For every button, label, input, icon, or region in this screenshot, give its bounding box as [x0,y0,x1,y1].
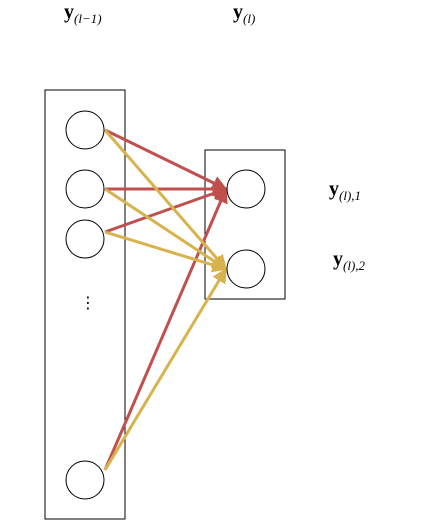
previous-layer-label-sub: (l−1) [74,11,102,26]
prev-node-n [65,460,105,500]
edge-prev3-to-cur1 [104,186,228,234]
edge-prev1-to-cur1 [104,128,228,191]
current-node-2-label-sub: (l),2 [343,258,366,273]
current-node-2-label-main: y [333,248,343,270]
previous-layer-box [44,89,126,520]
cur-node-1 [226,169,266,209]
current-node-1-label-main: y [329,178,339,200]
edge-prev1-to-cur2 [103,129,228,271]
current-layer-label-main: y [233,1,243,23]
current-node-1-label: y(l),1 [329,179,361,202]
current-layer-label-sub: (l) [243,11,256,26]
previous-layer-nodes [65,110,105,500]
edge-prevn-to-cur1 [103,187,228,471]
current-node-2-label: y(l),2 [333,249,365,272]
prev-node-1 [65,110,105,150]
prev-node-3 [65,219,105,259]
current-layer-box [204,149,286,300]
edges-to-node-2 [103,129,228,471]
current-layer-label: y(l) [233,2,255,25]
edge-prev2-to-cur2 [104,187,228,271]
edges-to-node-1 [103,128,228,471]
current-node-1-label-sub: (l),1 [339,188,362,203]
current-layer-nodes [226,169,266,289]
previous-layer-label-main: y [64,1,74,23]
ellipsis-vertical: ⋮ [80,293,96,312]
previous-layer-label: y(l−1) [64,2,102,25]
edge-prev3-to-cur2 [104,230,228,273]
prev-node-2 [65,169,105,209]
cur-node-2 [226,249,266,289]
edge-prevn-to-cur2 [103,267,228,471]
